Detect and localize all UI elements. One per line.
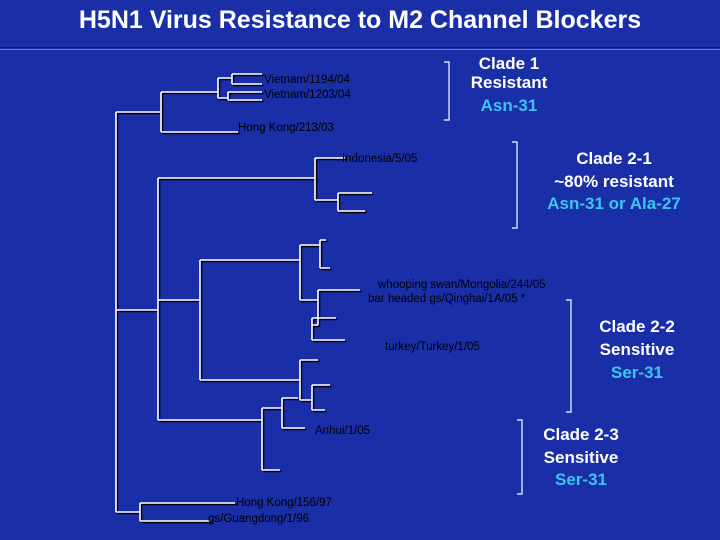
clade-2-3-bracket [517,419,523,495]
leaf-turkey: turkey/Turkey/1/05 [385,341,480,353]
clade-1-name: Clade 1 [479,54,539,73]
clade-1-bracket [444,61,450,121]
clade-1-status: Resistant [471,73,548,92]
clade-2-2-status: Sensitive [600,340,675,359]
clade-2-3-annotation: Clade 2-3 Sensitive Ser-31 [543,425,619,489]
clade-2-2-bracket [566,299,572,413]
leaf-hong-kong-156: Hong Kong/156/97 [236,497,332,509]
leaf-guangdong: gs/Guangdong/1/96 [208,513,309,525]
clade-2-1-marker: Asn-31 or Ala-27 [547,194,681,213]
clade-1-annotation: Clade 1 Resistant Asn-31 [471,54,548,115]
title-underline [0,47,720,48]
leaf-bar-headed-goose: bar headed gs/Qinghai/1A/05 * [368,293,526,305]
clade-2-1-status: ~80% resistant [554,172,674,191]
clade-2-1-annotation: Clade 2-1 ~80% resistant Asn-31 or Ala-2… [547,149,681,213]
leaf-anhui: Anhui/1/05 [315,425,370,437]
clade-2-3-name: Clade 2-3 [543,425,619,444]
clade-2-2-annotation: Clade 2-2 Sensitive Ser-31 [599,317,675,382]
leaf-vietnam-1194: Vietnam/1194/04 [264,74,350,86]
tree-shadow [116,74,374,524]
clade-1-marker: Asn-31 [481,96,538,115]
title-underline-highlight [0,49,720,50]
clade-2-2-marker: Ser-31 [611,363,663,382]
leaf-vietnam-1203: Vietnam/1203/04 [264,89,351,101]
leaf-indonesia: Indonesia/5/05 [342,153,417,165]
clade-2-1-bracket [512,141,518,229]
leaf-hong-kong-213: Hong Kong/213/03 [238,122,334,134]
clade-2-3-status: Sensitive [544,448,619,467]
clade-2-3-marker: Ser-31 [555,470,607,489]
leaf-whooping-swan: whooping swan/Mongolia/244/05 [377,279,546,291]
clade-2-2-name: Clade 2-2 [599,317,675,336]
tree-branches [115,73,372,522]
slide-title: H5N1 Virus Resistance to M2 Channel Bloc… [78,6,642,34]
clade-2-1-name: Clade 2-1 [576,149,652,168]
